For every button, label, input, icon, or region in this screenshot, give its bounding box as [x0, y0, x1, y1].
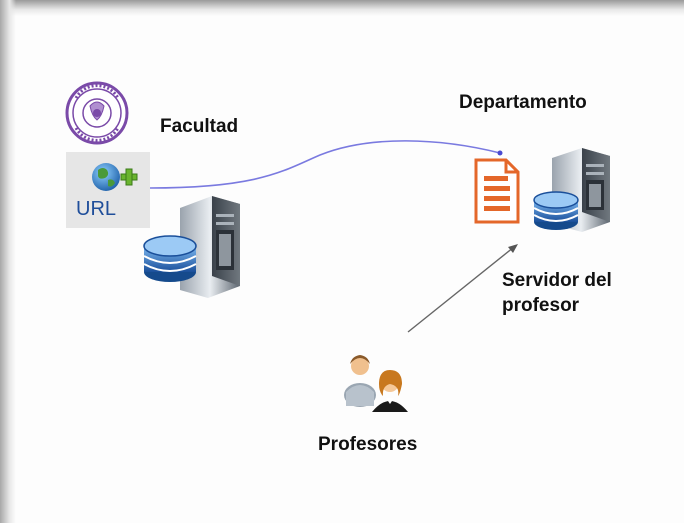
- university-seal-icon: [65, 81, 129, 145]
- arrow-head: [508, 244, 518, 253]
- connector-line: [149, 140, 501, 189]
- departamento-label: Departamento: [459, 92, 587, 113]
- arrow-line: [407, 246, 515, 333]
- servidor-label-line1: Servidor del: [502, 270, 612, 291]
- document-icon: [474, 158, 520, 224]
- servidor-label-line2: profesor: [502, 295, 580, 316]
- users-icon: [344, 355, 408, 412]
- server-database-icon: [533, 148, 610, 232]
- facultad-label: Facultad: [160, 116, 239, 137]
- frame-shadow: [0, 0, 16, 523]
- globe-plus-icon: [92, 163, 138, 191]
- server-database-icon: [143, 196, 240, 298]
- frame-shadow: [0, 0, 684, 16]
- profesores-label: Profesores: [318, 434, 418, 455]
- url-label: URL: [76, 198, 117, 220]
- connector-end: [497, 150, 503, 156]
